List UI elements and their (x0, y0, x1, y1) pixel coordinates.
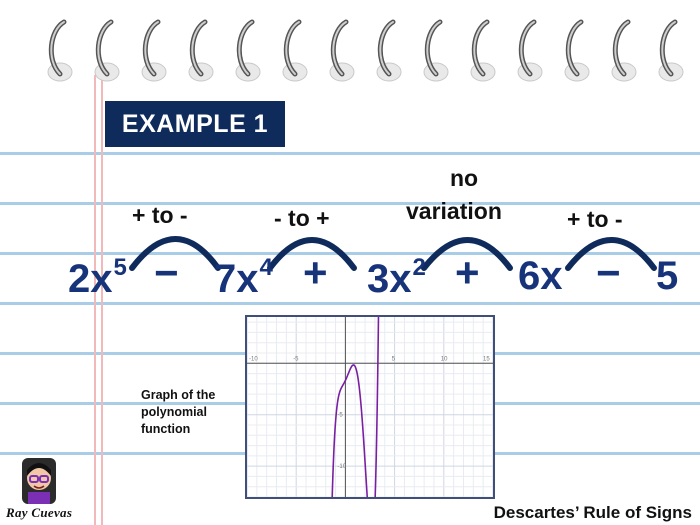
term-2x5: 2x5 (68, 254, 127, 301)
sign-change-label-1: + to - (132, 202, 188, 228)
term-6x: 6x (518, 254, 563, 298)
no-variation-label-line1: no (450, 165, 479, 191)
x-tick-label: 10 (441, 356, 448, 362)
spiral-ring-icon (235, 19, 261, 82)
spiral-ring-icon (611, 19, 637, 82)
spiral-ring-icon (141, 19, 167, 82)
spiral-ring-icon (282, 19, 308, 82)
operator-minus-2: − (596, 249, 621, 296)
term-7x4-exp: 4 (259, 254, 273, 281)
x-tick-label: -5 (293, 356, 299, 362)
term-2x5-exp: 5 (113, 254, 127, 281)
x-tick-label: 15 (483, 356, 490, 362)
graph-caption: Graph of the polynomial function (141, 388, 216, 436)
polynomial-curve (331, 317, 380, 497)
spiral-ring-icon (658, 19, 684, 82)
y-tick-label: -5 (337, 413, 343, 419)
author-avatar-icon (22, 458, 56, 504)
spiral-ring-icon (188, 19, 214, 82)
sign-change-label-2: - to + (274, 205, 330, 231)
term-7x4-coef: 7x (214, 257, 259, 301)
paper-rule (0, 252, 700, 255)
y-tick-label: -10 (337, 464, 346, 470)
example-banner: EXAMPLE 1 (105, 101, 285, 147)
spiral-ring-icon (94, 19, 120, 82)
x-tick-label: 5 (392, 356, 396, 362)
spiral-ring-icon (376, 19, 402, 82)
term-3x2: 3x2 (367, 254, 426, 301)
sign-change-label-3: + to - (567, 206, 623, 232)
operator-minus-1: − (154, 249, 179, 296)
term-2x5-coef: 2x (68, 257, 113, 301)
term-3x2-coef: 3x (367, 257, 412, 301)
footer-title: Descartes’ Rule of Signs (493, 503, 692, 522)
spiral-binding (47, 19, 684, 82)
spiral-ring-icon (423, 19, 449, 82)
spiral-ring-icon (517, 19, 543, 82)
graph-canvas: -10-5510155-5-10 (247, 317, 493, 497)
spiral-ring-icon (329, 19, 355, 82)
operator-plus-2: + (455, 249, 480, 296)
operator-plus-1: + (303, 249, 328, 296)
no-variation-label-line2: variation (406, 198, 502, 224)
spiral-ring-icon (470, 19, 496, 82)
paper-rule (0, 152, 700, 155)
term-constant: 5 (656, 254, 679, 298)
paper-rule (0, 302, 700, 305)
polynomial-graph: -10-5510155-5-10 (245, 315, 495, 499)
paper-margin-line (94, 75, 96, 525)
example-banner-label: EXAMPLE 1 (121, 109, 269, 138)
spiral-ring-icon (564, 19, 590, 82)
spiral-ring-icon (47, 19, 73, 82)
x-tick-label: -10 (249, 356, 258, 362)
term-3x2-exp: 2 (412, 254, 426, 281)
term-7x4: 7x4 (214, 254, 273, 301)
author-name: Ray Cuevas (6, 505, 73, 520)
paper-rule (0, 202, 700, 205)
paper-margin-line (101, 75, 103, 525)
